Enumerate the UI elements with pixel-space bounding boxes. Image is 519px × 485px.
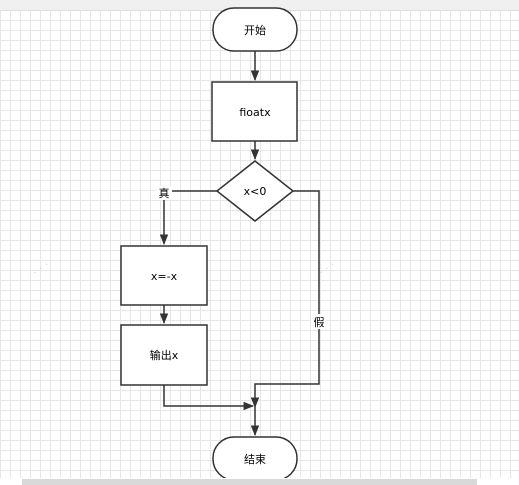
negate-node-label: x=-x xyxy=(151,270,178,283)
false-branch-label: 假 xyxy=(314,315,325,329)
true-branch-label: 真 xyxy=(159,186,170,200)
false-label-bg xyxy=(311,314,327,329)
output-node[interactable]: 输出x xyxy=(120,324,208,386)
svg-text:· · ·: · · · xyxy=(30,258,52,279)
decision-node[interactable]: x<0 xyxy=(215,160,295,222)
start-node[interactable]: 开始 xyxy=(212,7,298,52)
end-node[interactable]: 结束 xyxy=(212,436,298,481)
edge-output-to-merge xyxy=(163,385,255,411)
output-node-label: 输出x xyxy=(150,348,179,362)
decision-node-label: x<0 xyxy=(244,185,267,198)
start-node-label: 开始 xyxy=(244,23,266,37)
input-node-label: fioatx xyxy=(239,106,271,119)
negate-node[interactable]: x=-x xyxy=(120,245,208,306)
end-node-label: 结束 xyxy=(244,453,266,466)
input-node[interactable]: fioatx xyxy=(211,81,298,142)
horizontal-scrollbar-thumb[interactable] xyxy=(22,479,477,485)
true-label-bg xyxy=(156,186,172,200)
edge-false-branch xyxy=(250,190,320,409)
